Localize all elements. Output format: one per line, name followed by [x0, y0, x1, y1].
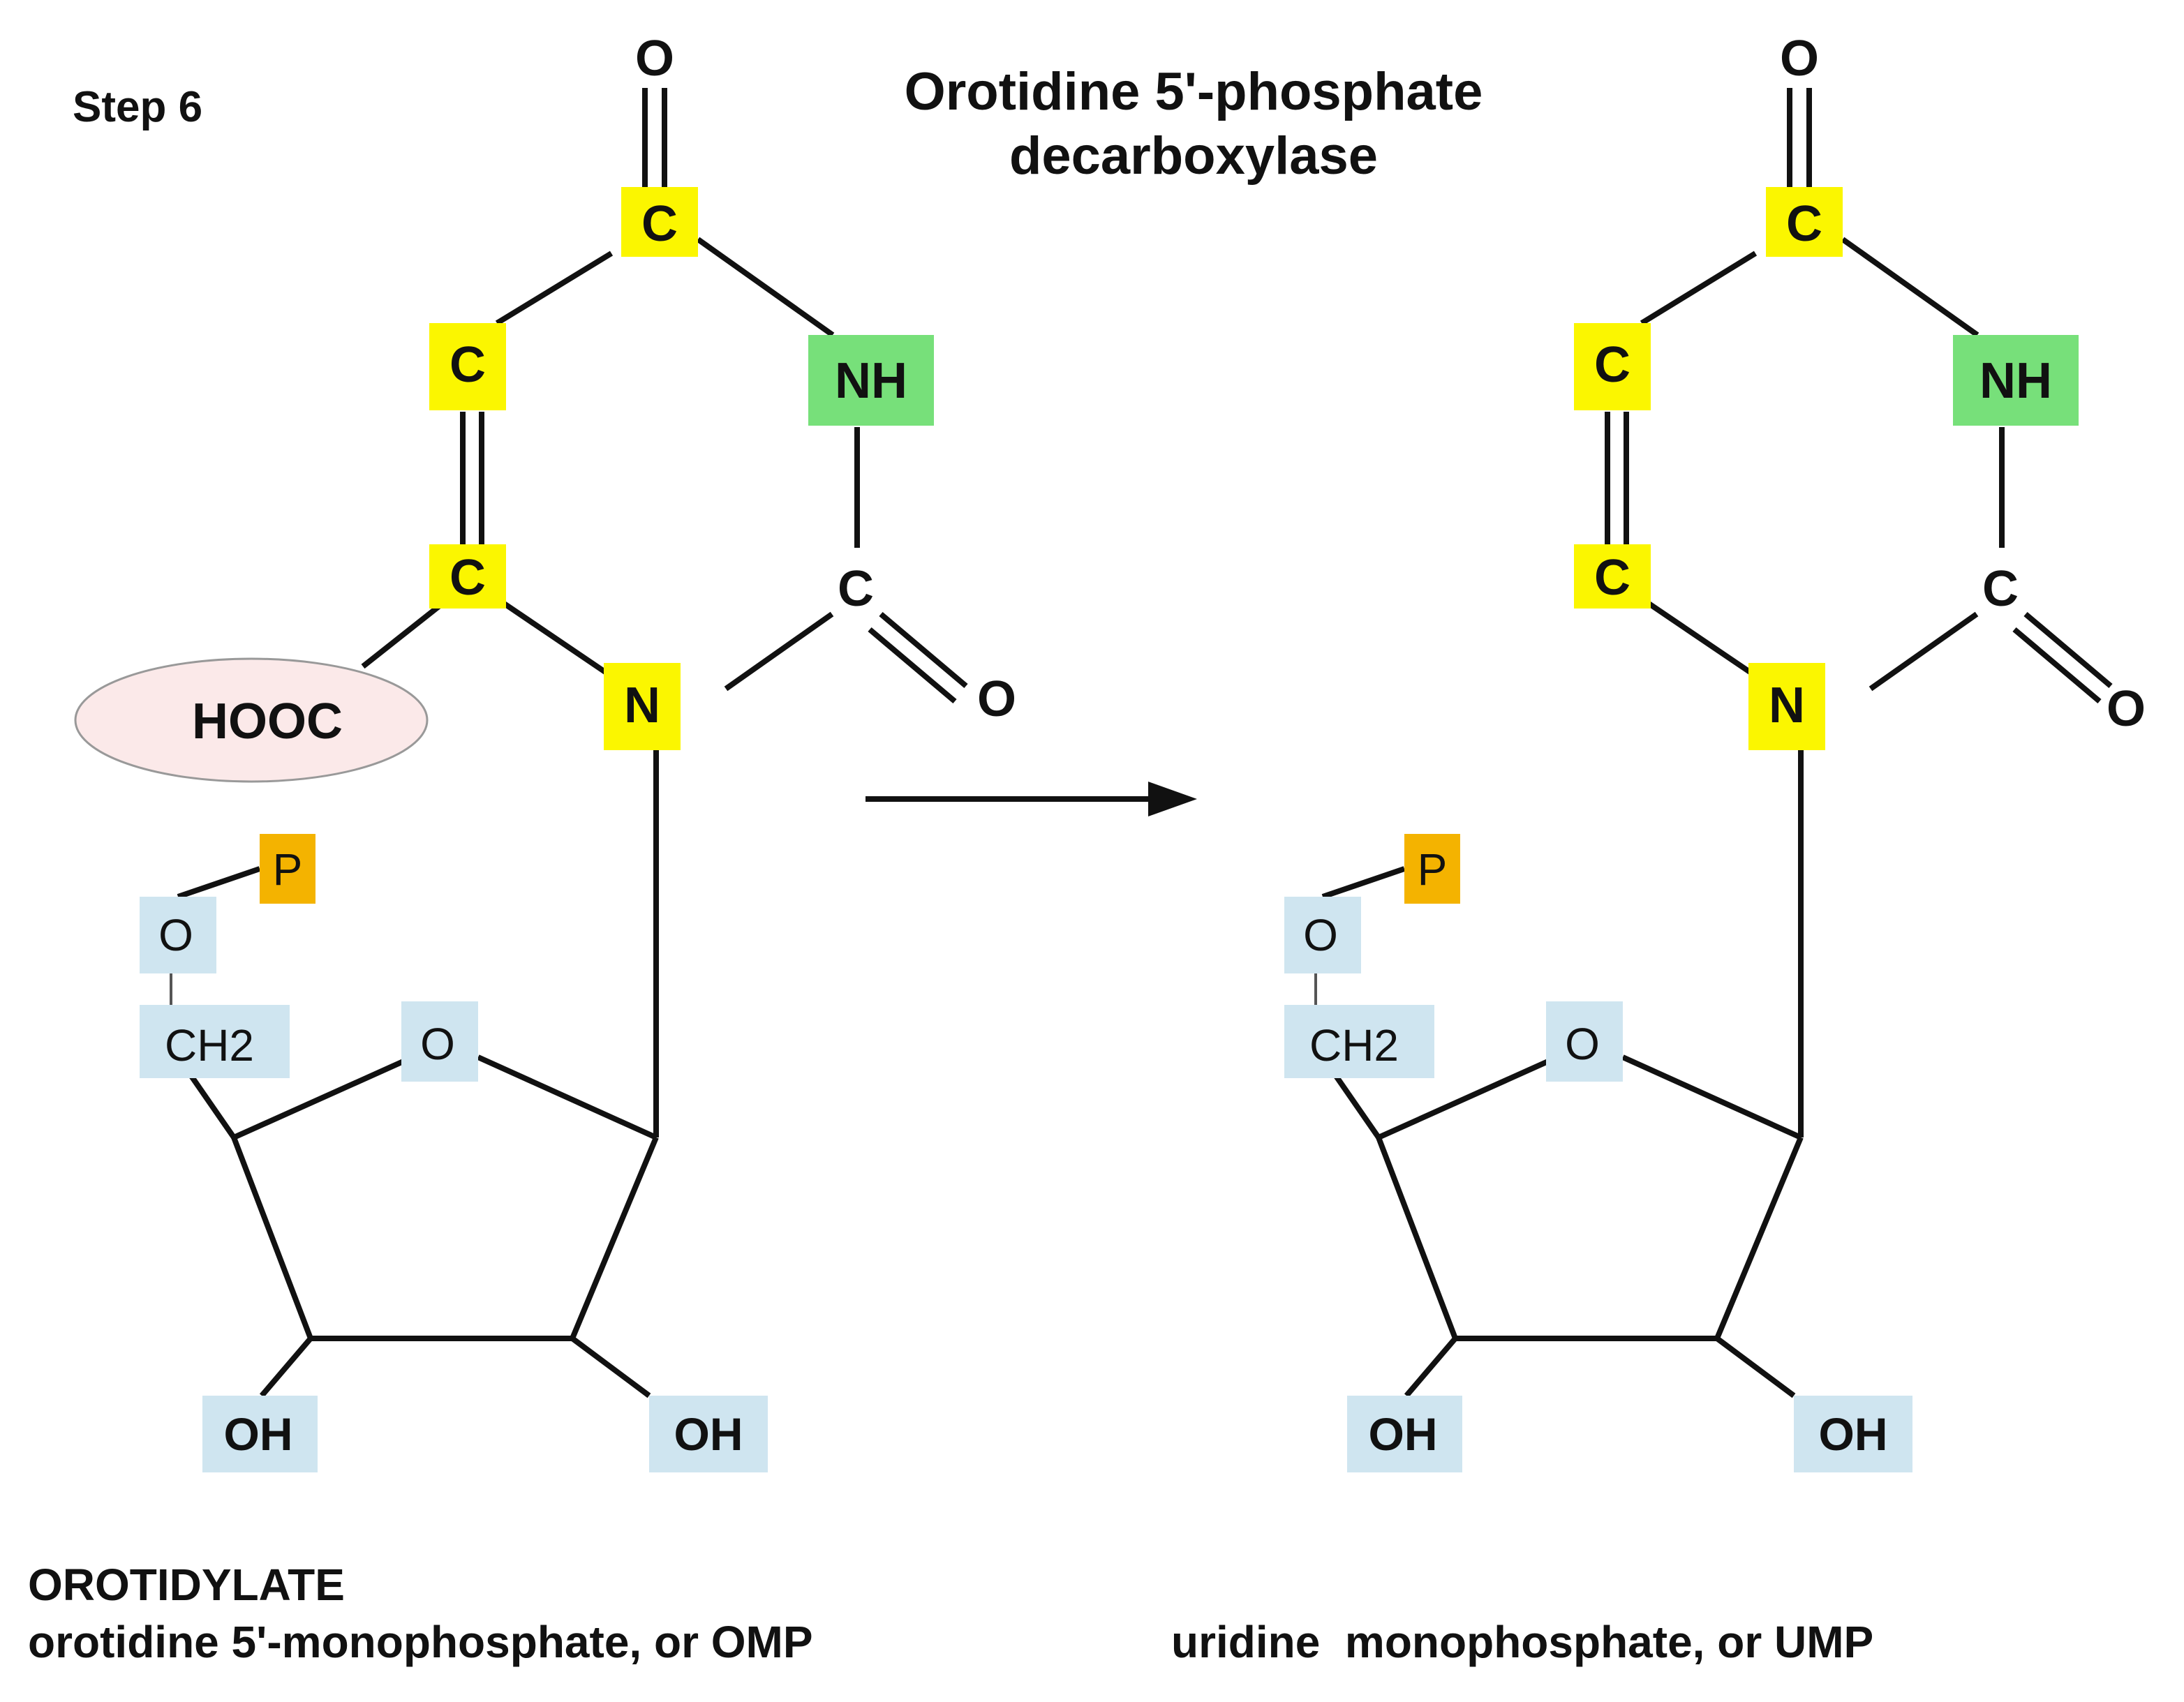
hydroxyl-label: OH — [674, 1408, 743, 1460]
atom-box — [260, 834, 315, 904]
hydroxyl-label: OH — [1819, 1408, 1888, 1460]
hydroxyl-label: OH — [1369, 1408, 1438, 1460]
bond — [1377, 1058, 1551, 1140]
carbon-label: C — [450, 550, 486, 606]
oxygen-label: O — [1780, 31, 1819, 87]
bond — [1869, 611, 1979, 692]
reaction-arrow — [866, 782, 1197, 816]
atom-box — [621, 187, 698, 257]
bond — [696, 237, 835, 338]
oxygen-label: O — [2107, 681, 2146, 737]
bond — [477, 1054, 658, 1140]
enzyme-name-line2: decarboxylase — [1009, 126, 1379, 186]
bond — [495, 251, 614, 326]
product-name-full: uridine monophosphate, or UMP — [1171, 1617, 1874, 1667]
carbon-label: C — [450, 337, 486, 393]
atom-box — [649, 1396, 768, 1472]
bond — [177, 866, 261, 899]
bond — [1404, 1336, 1458, 1398]
nitrogen-label: N — [1769, 678, 1805, 733]
atom-box — [429, 323, 506, 410]
hydroxyl-label: OH — [224, 1408, 293, 1460]
atom-box — [429, 544, 506, 609]
bond — [724, 611, 834, 692]
oxygen-label: O — [635, 31, 674, 87]
phosphate-label: P — [273, 844, 303, 895]
atom-box — [140, 1005, 290, 1078]
oxygen-label: O — [1303, 910, 1338, 960]
oxygen-label: O — [977, 671, 1016, 727]
bond — [1714, 1136, 1804, 1340]
ump-molecule: O C C NH C C O N P O CH2 O OH OH — [1284, 31, 2146, 1472]
enzyme-name: Orotidine 5'-phosphate decarboxylase — [810, 60, 1577, 188]
bond — [570, 1136, 659, 1340]
atom-box — [604, 663, 681, 750]
bond — [570, 1336, 651, 1398]
arrow-head — [1148, 782, 1197, 816]
atom-box — [1953, 335, 2079, 426]
substrate-name-caps: OROTIDYLATE — [28, 1560, 345, 1610]
atom-box — [202, 1396, 318, 1472]
carbon-label: C — [641, 196, 678, 252]
carboxyl-label: HOOC — [192, 694, 343, 749]
bond — [231, 1136, 313, 1340]
atom-box — [140, 897, 216, 973]
bond — [1621, 1054, 1802, 1140]
carbon-label: C — [1594, 550, 1630, 606]
bond — [1321, 866, 1406, 899]
atom-box — [1748, 663, 1825, 750]
bond — [1644, 599, 1754, 676]
atom-box — [1574, 544, 1651, 609]
bond — [259, 1336, 313, 1398]
bond — [361, 603, 442, 669]
nitrogen-label: N — [624, 678, 660, 733]
atom-box — [1284, 1005, 1434, 1078]
bond — [1376, 1136, 1458, 1340]
bond — [1841, 237, 1979, 338]
bond — [1640, 251, 1758, 326]
ch2-label: CH2 — [1309, 1020, 1399, 1070]
substrate-name-full: orotidine 5'-monophosphate, or OMP — [28, 1617, 813, 1667]
carbon-label: C — [1594, 337, 1630, 393]
atom-box — [401, 1001, 478, 1082]
atom-box — [1766, 187, 1843, 257]
bond — [1715, 1336, 1796, 1398]
carboxyl-ellipse — [74, 657, 429, 783]
double-bond — [879, 611, 968, 689]
enzyme-name-line1: Orotidine 5'-phosphate — [904, 62, 1483, 121]
double-bond — [2023, 611, 2113, 689]
oxygen-label: O — [420, 1019, 455, 1069]
bond — [232, 1058, 406, 1140]
step-label: Step 6 — [73, 83, 203, 131]
atom-box — [1546, 1001, 1623, 1082]
atom-box — [1794, 1396, 1912, 1472]
atom-box — [808, 335, 934, 426]
atom-box — [1574, 323, 1651, 410]
oxygen-label: O — [1565, 1019, 1600, 1069]
phosphate-label: P — [1418, 844, 1448, 895]
ch2-label: CH2 — [165, 1020, 254, 1070]
bond — [499, 599, 609, 676]
omp-molecule: O C C NH C C O N HOOC P O CH2 O OH OH — [74, 31, 1016, 1472]
atom-box — [1284, 897, 1361, 973]
atom-box — [1347, 1396, 1462, 1472]
double-bond — [868, 627, 957, 704]
carbon-label: C — [1982, 561, 2019, 617]
nh-label: NH — [1979, 353, 2052, 409]
oxygen-label: O — [158, 910, 193, 960]
carbon-label: C — [1786, 196, 1822, 252]
nh-label: NH — [835, 353, 907, 409]
carbon-label: C — [838, 561, 874, 617]
atom-box — [1404, 834, 1460, 904]
double-bond — [2012, 627, 2102, 704]
